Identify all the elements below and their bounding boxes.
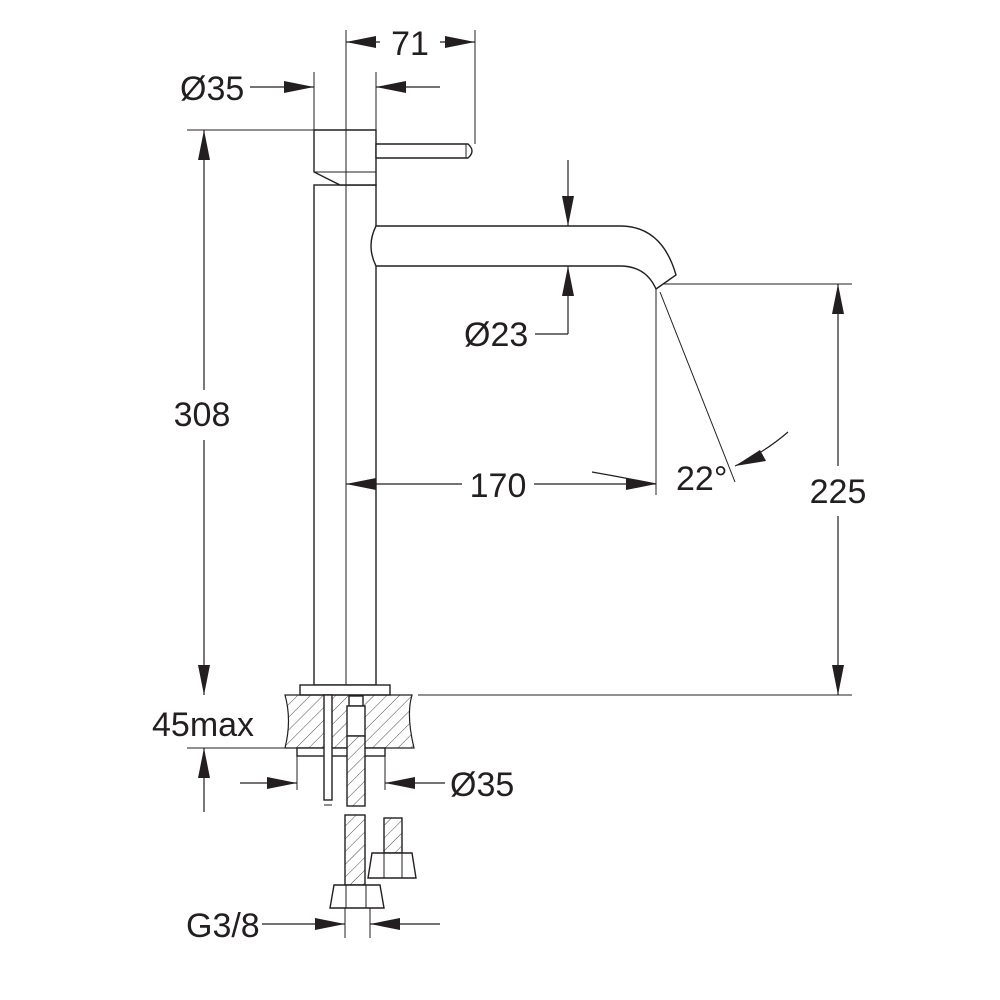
dim-height-total-label: 308: [174, 396, 231, 434]
dim-deck-thickness: 45max: [152, 706, 285, 812]
backnut-plate: [296, 747, 386, 757]
fixing-assembly: [323, 694, 417, 909]
dim-spout-reach-label: 170: [470, 467, 527, 505]
dim-deck-thickness-label: 45max: [152, 706, 254, 744]
dim-spout-diameter-label: Ø23: [464, 316, 528, 354]
dim-body-diameter-top: Ø35: [180, 70, 440, 130]
dim-spout-height: 225: [418, 283, 867, 696]
column: [313, 184, 377, 686]
dim-height-total: 308: [174, 129, 314, 695]
dim-connection-thread: G3/8: [186, 907, 440, 945]
spout: [370, 225, 677, 291]
dim-spout-reach: 170: [346, 289, 657, 505]
handle-cap: [313, 129, 377, 186]
hose-1-hex-nut: [329, 884, 385, 909]
hose-connector: [348, 695, 364, 707]
dim-spout-angle: 22°: [591, 291, 789, 498]
hose-2-hex-nut: [367, 852, 417, 879]
dim-base-diameter: Ø35: [240, 756, 514, 804]
lever: [375, 143, 473, 159]
tap-body: [299, 72, 677, 696]
dim-body-diameter-top-label: Ø35: [180, 70, 244, 108]
dim-spout-height-label: 225: [810, 473, 867, 511]
dim-lever-length-label: 71: [391, 25, 429, 63]
hose-nut: [346, 705, 366, 737]
dim-spout-angle-label: 22°: [676, 460, 727, 498]
dim-connection-thread-label: G3/8: [186, 907, 260, 945]
base-ring: [299, 684, 391, 696]
dim-lever-length: 71: [345, 25, 476, 144]
dim-spout-diameter: Ø23: [464, 160, 574, 354]
fixing-rod: [323, 694, 333, 801]
dim-base-diameter-label: Ø35: [450, 766, 514, 804]
